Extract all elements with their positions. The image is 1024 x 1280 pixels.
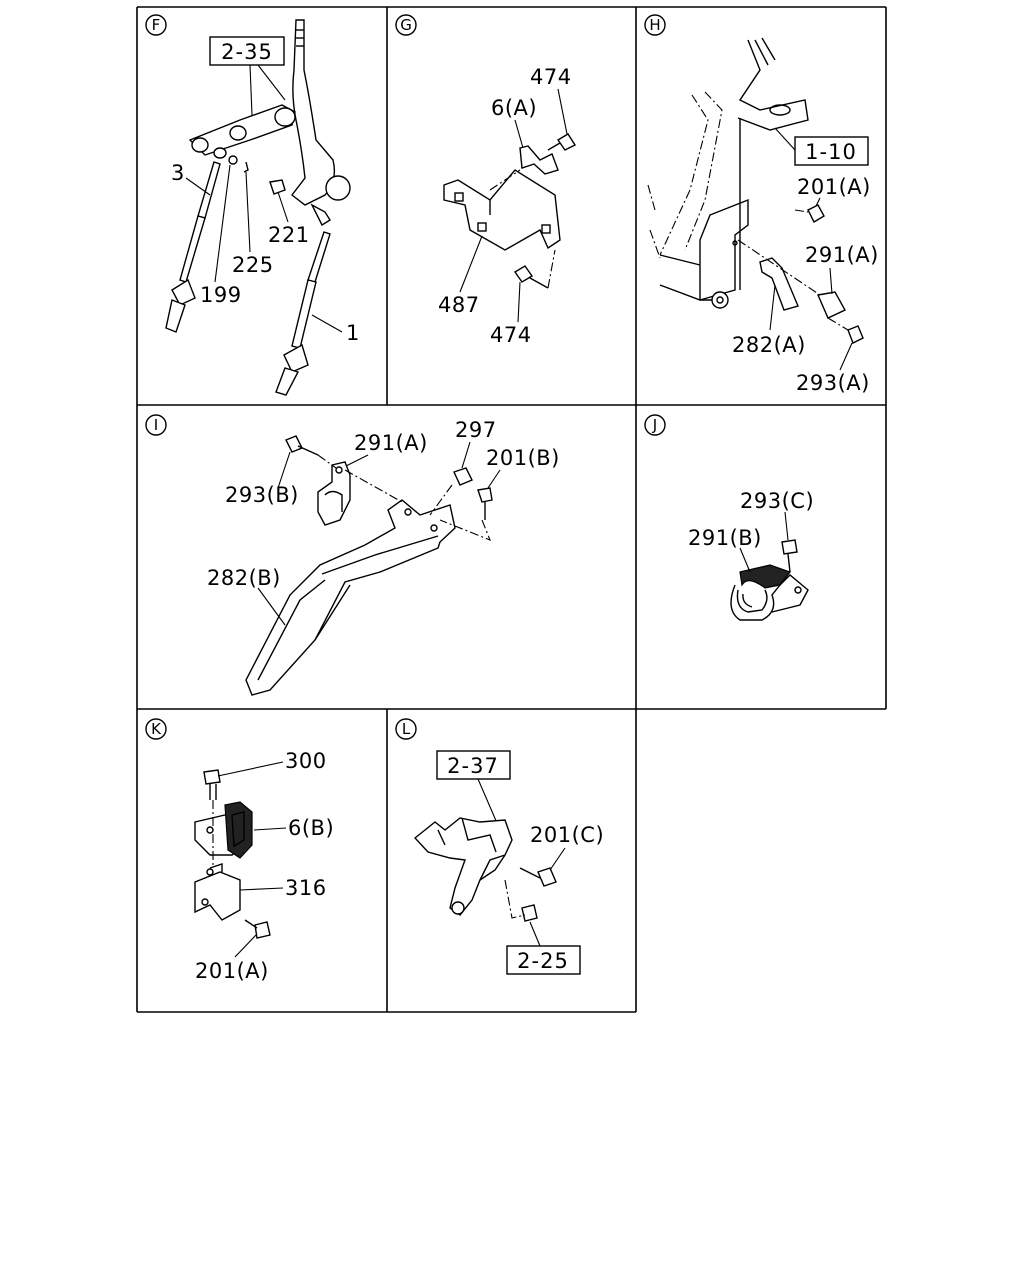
part-label-221: 221 [268, 223, 310, 247]
panel-l: L 2-37 201(C) 2-25 [395, 718, 604, 975]
ref-box-2-25: 2-25 [517, 949, 569, 973]
panel-g: G 474 6(A) 487 474 [395, 14, 577, 347]
part-label-293a: 293(A) [796, 371, 870, 395]
panel-grid [136, 6, 887, 1013]
panel-f: F 2-35 3 221 225 [145, 14, 360, 396]
section-letter-f: F [152, 16, 161, 34]
part-label-199: 199 [200, 283, 242, 307]
part-label-201c: 201(C) [530, 823, 604, 847]
panel-h: H 1-10 201(A) 291(A) 282(A) 293(A) [644, 14, 879, 395]
part-label-201b: 201(B) [486, 446, 560, 470]
part-label-282b: 282(B) [207, 566, 281, 590]
ref-box-1-10: 1-10 [805, 140, 857, 164]
part-label-201a-k: 201(A) [195, 959, 269, 983]
part-label-474-top: 474 [530, 65, 572, 89]
panel-j: J 293(C) 291(B) [644, 414, 814, 621]
part-label-291b: 291(B) [688, 526, 762, 550]
part-label-316: 316 [285, 876, 327, 900]
section-letter-g: G [400, 16, 412, 34]
part-label-282a: 282(A) [732, 333, 806, 357]
panel-i: I 291(A) 297 201(B) 293(B) 282(B) [145, 414, 560, 696]
part-label-300: 300 [285, 749, 327, 773]
part-label-6b: 6(B) [288, 816, 334, 840]
part-label-293b: 293(B) [225, 483, 299, 507]
panel-k: K 300 6(B) 316 201(A) [145, 718, 334, 983]
part-label-6a: 6(A) [491, 96, 537, 120]
section-letter-h: H [649, 16, 660, 34]
part-label-3: 3 [171, 161, 185, 185]
part-label-291a-h: 291(A) [805, 243, 879, 267]
section-letter-l: L [402, 720, 411, 738]
part-label-201a-h: 201(A) [797, 175, 871, 199]
section-letter-i: I [154, 416, 158, 434]
part-label-297: 297 [455, 418, 497, 442]
section-letter-k: K [151, 720, 162, 738]
ref-box-2-37: 2-37 [447, 754, 499, 778]
ref-box-2-35: 2-35 [221, 40, 273, 64]
part-label-225: 225 [232, 253, 274, 277]
part-label-474-bottom: 474 [490, 323, 532, 347]
part-label-293c: 293(C) [740, 489, 814, 513]
part-label-291a-i: 291(A) [354, 431, 428, 455]
part-label-487: 487 [438, 293, 480, 317]
section-letter-j: J [652, 416, 657, 434]
part-label-1: 1 [346, 321, 360, 345]
